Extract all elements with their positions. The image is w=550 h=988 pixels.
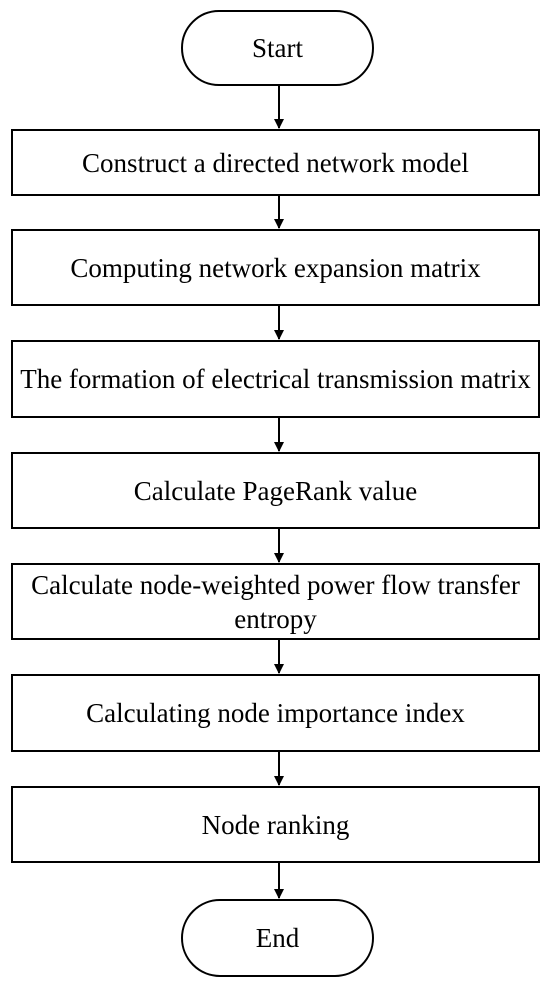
step-2-label: Computing network expansion matrix	[70, 252, 481, 283]
end-label: End	[255, 923, 300, 953]
end-terminal: End	[181, 899, 374, 977]
start-label: Start	[252, 33, 303, 63]
step-5-label: Calculate node-weighted power flow trans…	[31, 569, 520, 634]
step-calculate-pagerank: Calculate PageRank value	[11, 452, 540, 529]
step-construct-network-model: Construct a directed network model	[11, 129, 540, 196]
step-4-label: Calculate PageRank value	[133, 475, 418, 506]
step-electrical-transmission-matrix: The formation of electrical transmission…	[11, 340, 540, 418]
step-node-importance-index: Calculating node importance index	[11, 674, 540, 752]
step-3-label: The formation of electrical transmission…	[20, 364, 531, 394]
step-power-flow-transfer-entropy: Calculate node-weighted power flow trans…	[11, 563, 540, 640]
start-terminal: Start	[181, 10, 374, 86]
step-6-label: Calculating node importance index	[86, 698, 465, 728]
step-node-ranking: Node ranking	[11, 786, 540, 863]
step-7-label: Node ranking	[201, 809, 350, 840]
step-compute-expansion-matrix: Computing network expansion matrix	[11, 229, 540, 306]
step-1-label: Construct a directed network model	[82, 147, 469, 178]
